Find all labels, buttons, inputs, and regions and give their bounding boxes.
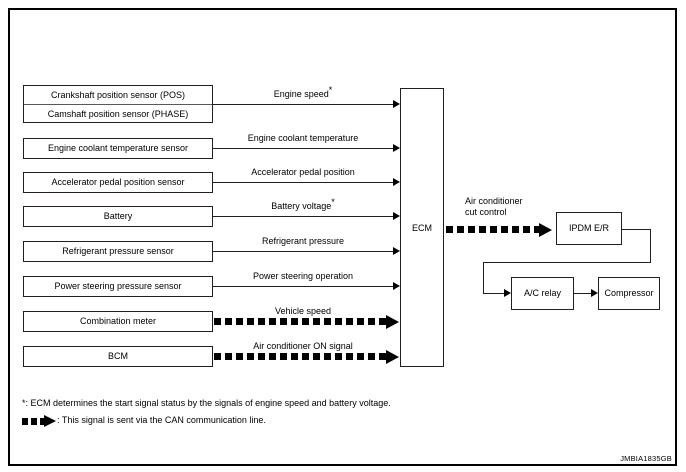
block-ipdm-er: IPDM E/R (556, 212, 622, 245)
block-compressor-label: Compressor (604, 288, 654, 299)
block-refrigerant-label: Refrigerant pressure sensor (62, 246, 174, 257)
signal-label-ac-cut-control: Air conditioner cut control (465, 196, 523, 219)
footnote-asterisk: *: ECM determines the start signal statu… (22, 398, 391, 408)
connector-power-steering-operation (213, 286, 393, 287)
signal-label-engine-coolant-temperature: Engine coolant temperature (247, 133, 359, 143)
signal-engine-speed-text: Engine speed (273, 89, 329, 99)
block-accel-pedal-label: Accelerator pedal position sensor (51, 177, 185, 188)
connector-engine-speed (213, 104, 393, 105)
block-combination-meter-label: Combination meter (79, 316, 157, 327)
block-bcm-label: BCM (108, 351, 128, 362)
connector-battery-voltage (213, 216, 393, 217)
signal-label-accelerator-pedal-position: Accelerator pedal position (251, 167, 355, 177)
arrow-head-accelerator-pedal-position (393, 178, 400, 186)
connector-refrigerant-pressure (213, 251, 393, 252)
connector-engine-coolant-temperature (213, 148, 393, 149)
block-power-steering-label: Power steering pressure sensor (54, 281, 182, 292)
can-line-legend-icon (22, 415, 56, 427)
connector-ac-relay-to-compressor (574, 293, 593, 294)
footnote-can-legend: : This signal is sent via the CAN commun… (57, 415, 266, 425)
connector-ipdm-out-right (622, 229, 650, 230)
ac-cut-control-line1: Air conditioner (465, 196, 523, 206)
arrow-head-refrigerant-pressure (393, 247, 400, 255)
block-accelerator-pedal-position-sensor: Accelerator pedal position sensor (23, 172, 213, 193)
signal-battery-voltage-text: Battery voltage (271, 201, 332, 211)
block-ac-relay-label: A/C relay (523, 288, 561, 299)
block-ecm-label: ECM (412, 222, 432, 233)
connector-ipdm-to-ac-relay (483, 293, 506, 294)
arrow-head-ac-cut-control (539, 222, 552, 237)
signal-label-battery-voltage: Battery voltage* (213, 198, 393, 212)
signal-label-engine-speed: Engine speed* (213, 86, 393, 100)
block-ipdm-label: IPDM E/R (568, 223, 609, 234)
block-crankshaft-position-sensor: Crankshaft position sensor (POS) (24, 86, 212, 105)
signal-engine-speed-star: * (328, 85, 333, 95)
block-battery: Battery (23, 206, 213, 227)
can-legend-arrow-head (44, 415, 56, 427)
block-ecm: ECM (400, 88, 444, 367)
block-position-sensors: Crankshaft position sensor (POS) Camshaf… (23, 85, 213, 123)
arrow-head-ac-relay (504, 289, 511, 297)
arrow-head-vehicle-speed (386, 314, 399, 329)
arrow-head-power-steering-operation (393, 282, 400, 290)
block-bcm: BCM (23, 346, 213, 367)
signal-label-ac-on-signal: Air conditioner ON signal (253, 341, 353, 351)
can-connector-ac-cut-control (446, 226, 539, 233)
arrow-head-engine-speed (393, 100, 400, 108)
block-compressor: Compressor (598, 277, 660, 310)
can-legend-dashes (22, 418, 45, 425)
connector-accelerator-pedal-position (213, 182, 393, 183)
block-ac-relay: A/C relay (511, 277, 574, 310)
block-engine-coolant-temperature-sensor: Engine coolant temperature sensor (23, 138, 213, 159)
connector-ipdm-out-left (483, 262, 651, 263)
block-camshaft-position-sensor: Camshaft position sensor (PHASE) (24, 105, 212, 123)
arrow-head-ac-on-signal (386, 349, 399, 364)
arrow-head-compressor (591, 289, 598, 297)
ac-cut-control-line2: cut control (465, 207, 507, 218)
block-crankshaft-label: Crankshaft position sensor (POS) (50, 89, 186, 100)
signal-battery-voltage-star: * (331, 197, 335, 207)
block-refrigerant-pressure-sensor: Refrigerant pressure sensor (23, 241, 213, 262)
signal-label-refrigerant-pressure: Refrigerant pressure (261, 236, 345, 246)
signal-label-power-steering-operation: Power steering operation (252, 271, 354, 281)
block-battery-label: Battery (103, 211, 133, 222)
can-connector-vehicle-speed (214, 318, 386, 325)
arrow-head-battery-voltage (393, 212, 400, 220)
figure-code: JMBIA1835GB (620, 454, 672, 463)
block-camshaft-label: Camshaft position sensor (PHASE) (47, 108, 189, 119)
signal-label-vehicle-speed: Vehicle speed (274, 306, 332, 316)
can-connector-ac-on-signal (214, 353, 386, 360)
block-coolant-label: Engine coolant temperature sensor (47, 143, 189, 154)
arrow-head-engine-coolant-temperature (393, 144, 400, 152)
block-combination-meter: Combination meter (23, 311, 213, 332)
block-power-steering-pressure-sensor: Power steering pressure sensor (23, 276, 213, 297)
connector-ipdm-out-down2 (483, 262, 484, 293)
diagram-frame (8, 8, 677, 466)
connector-ipdm-out-down (650, 229, 651, 262)
